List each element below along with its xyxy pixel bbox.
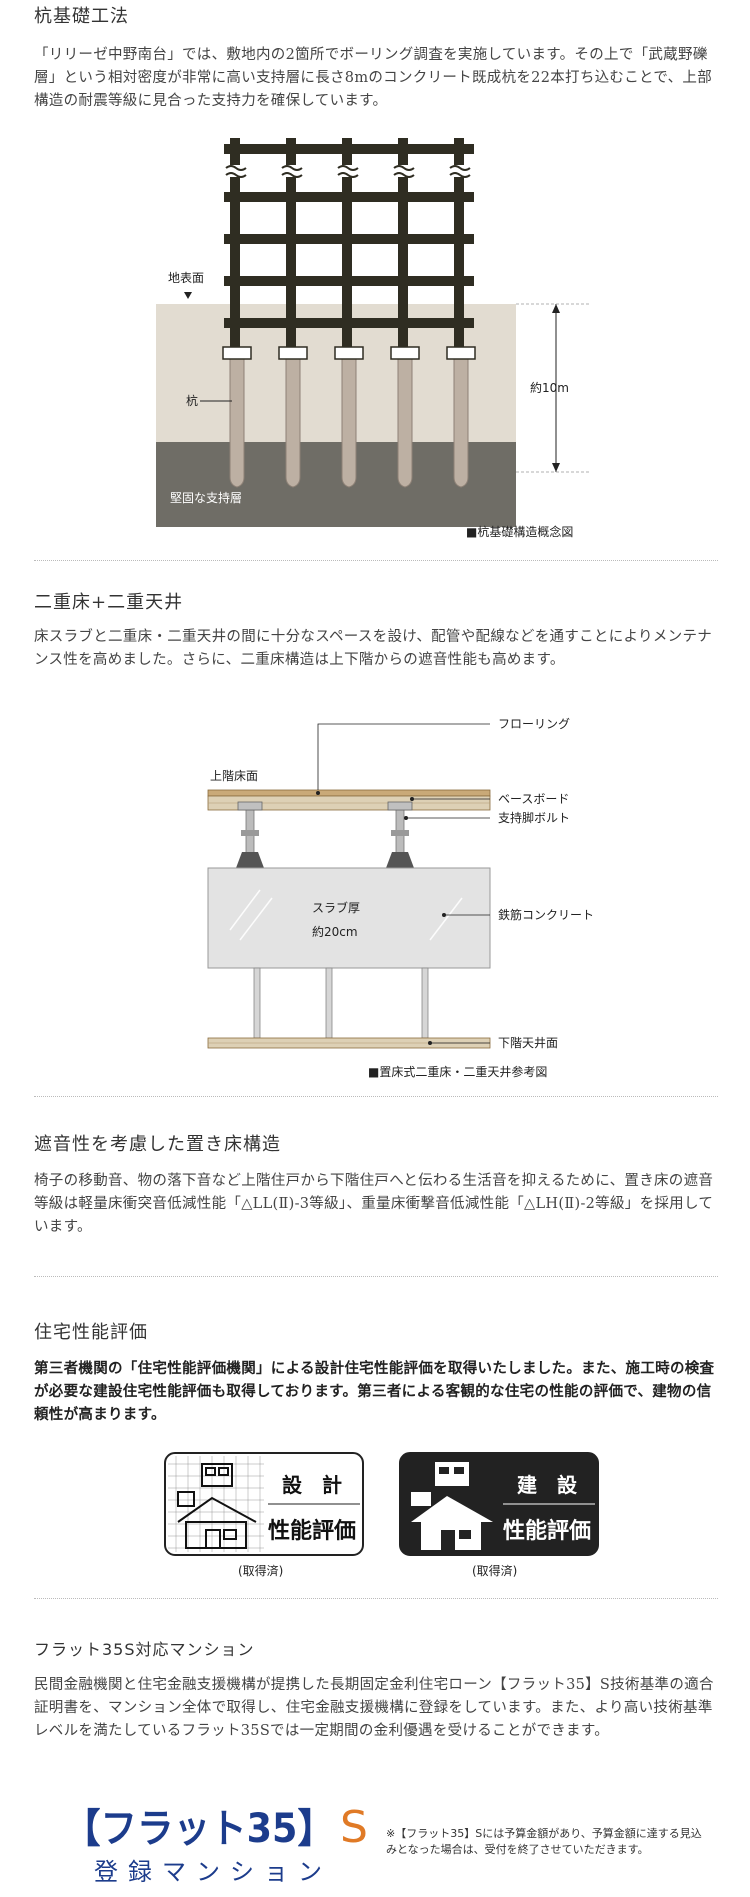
double-floor-caption: ■置床式二重床・二重天井参考図 [368, 1065, 548, 1079]
badge2-bottom-text: 性能評価 [503, 1518, 591, 1544]
badge2-status: (取得済) [472, 1564, 518, 1578]
slab-thickness-label: スラブ厚 [312, 900, 360, 915]
badge1-bottom-text: 性能評価 [268, 1518, 356, 1544]
rubber-foot-left [236, 852, 264, 868]
flat35-logo-sub: 登録マンション [94, 1858, 334, 1886]
ceiling-hangers [253, 967, 429, 1039]
pile-foundation-diagram: 地表面 杭 約10m 堅固な支持層 [150, 132, 600, 542]
badge1-top-text: 設 計 [282, 1473, 342, 1497]
break-mark-symbols [225, 165, 471, 178]
flooring-label: フローリング [498, 717, 570, 731]
rc-label: 鉄筋コンクリート [498, 907, 594, 922]
upper-floor-label: 上階床面 [210, 768, 258, 783]
performance-evaluation-text: 第三者機関の「住宅性能評価機関」による設計住宅性能評価を取得いたしました。また、… [34, 1361, 715, 1423]
badge2-top-text: 建 設 [517, 1473, 578, 1497]
flat35s-note: ※【フラット35】Sには予算金額があり、予算金額に達する見込みとなった場合は、受… [386, 1827, 702, 1856]
lower-ceiling-label: 下階天井面 [498, 1035, 558, 1050]
bolt-label: 支持脚ボルト [498, 810, 570, 825]
section-title-double-floor: 二重床+二重天井 [34, 592, 184, 613]
flooring-board [207, 789, 491, 797]
house-outline-icon [177, 1463, 257, 1549]
ground-surface-marker [184, 292, 192, 299]
section-title-performance-evaluation: 住宅性能評価 [34, 1322, 148, 1343]
pile-diagram-caption: ■杭基礎構造概念図 [466, 525, 574, 539]
ground-surface-label: 地表面 [168, 271, 204, 285]
depth-label: 約10m [530, 380, 569, 395]
flat35-logo-s: S [340, 1802, 368, 1853]
flat35s-logo: 【フラット35】 S 登録マンション [64, 1796, 384, 1888]
section-title-pile-foundation: 杭基礎工法 [34, 6, 129, 27]
concrete-slab [207, 867, 491, 969]
piles [229, 356, 469, 488]
pile-label: 杭 [186, 393, 198, 408]
section-title-flat35s: フラット35S対応マンション [34, 1640, 255, 1659]
flat35s-text: 民間金融機関と住宅金融支援機構が提携した長期固定金利住宅ローン【フラット35】S… [34, 1677, 714, 1739]
building-frame [224, 138, 474, 347]
divider-2 [34, 1096, 718, 1097]
double-floor-text: 床スラブと二重床・二重天井の間に十分なスペースを設け、配管や配線などを通すことに… [34, 629, 713, 668]
flat35-logo-main: 【フラット35】 [64, 1806, 334, 1852]
slab-thickness-value: 約20cm [312, 924, 358, 939]
rubber-foot-right [386, 852, 414, 868]
divider-4 [34, 1598, 718, 1599]
bedrock-label: 堅固な支持層 [170, 490, 242, 505]
divider-3 [34, 1276, 718, 1277]
support-bolts [237, 801, 413, 861]
design-performance-badge: 設 計 性能評価 [164, 1452, 364, 1556]
divider-1 [34, 560, 718, 561]
double-floor-diagram: スラブ厚 約20cm フローリング 上階床面 ベースボード 支持脚ボルト 鉄筋コ… [200, 700, 620, 1070]
construction-performance-badge: 建 設 性能評価 [399, 1452, 599, 1556]
baseboard-label: ベースボード [498, 792, 569, 806]
section-title-sound-insulation: 遮音性を考慮した置き床構造 [34, 1134, 281, 1155]
pile-foundation-text: 「リリーゼ中野南台」では、敷地内の2箇所でボーリング調査を実施しています。その上… [34, 47, 713, 109]
badge1-status: (取得済) [238, 1564, 284, 1578]
sound-insulation-text: 椅子の移動音、物の落下音など上階住戸から下階住戸へと伝わる生活音を抑えるために、… [34, 1173, 714, 1235]
